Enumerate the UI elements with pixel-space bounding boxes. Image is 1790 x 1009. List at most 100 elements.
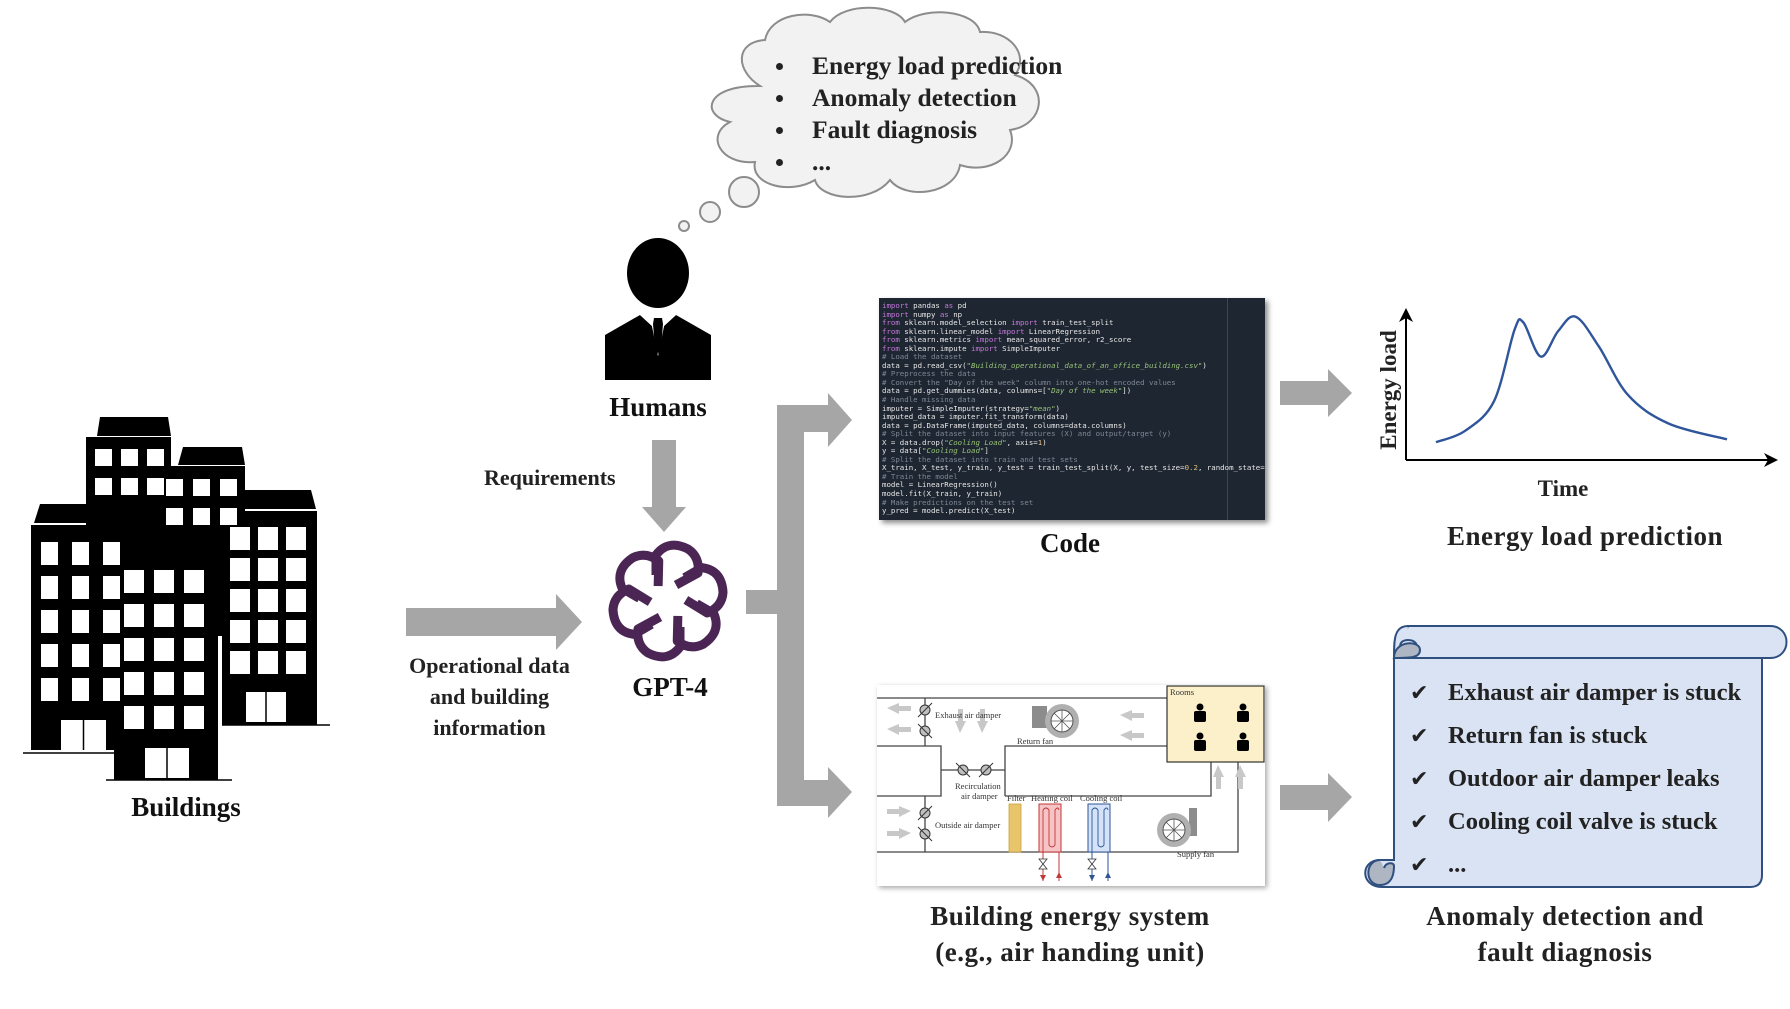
y-axis-arrowhead (1399, 308, 1413, 322)
window-icon (154, 638, 174, 661)
window-icon (258, 527, 278, 550)
energy-load-chart (1399, 308, 1778, 467)
window-icon (121, 478, 138, 495)
bubble-item: ... (774, 146, 1062, 178)
heating-coil-icon (1038, 803, 1062, 881)
code-line: import pandas as pd (882, 301, 967, 310)
arrow-code-to-chart (1280, 369, 1352, 417)
window-icon (258, 589, 278, 612)
code-panel-guide (1227, 298, 1228, 520)
window-icon (124, 672, 144, 695)
arrow-ahu-to-faults (1280, 773, 1352, 822)
window-icon (103, 576, 120, 599)
label-recirculation-2: air damper (961, 791, 998, 801)
code-line: # Load the dataset (882, 352, 963, 362)
window-icon (230, 620, 250, 643)
bubble-dot-small (678, 220, 690, 232)
bullet-icon (776, 95, 783, 102)
ahu-caption-line: Building energy system (930, 901, 1210, 931)
window-icon (41, 610, 58, 633)
window-icon (193, 508, 210, 525)
window-icon (286, 558, 306, 581)
window-icon (103, 678, 120, 701)
label-heating-coil: Heating coil (1031, 793, 1073, 803)
code-line: from sklearn.metrics import mean_squared… (882, 335, 1132, 345)
code-line: imputed_data = imputer.fit_transform(dat… (882, 412, 1069, 422)
code-line: # Preprocess the data (882, 369, 976, 379)
code-line: # Handle missing data (882, 395, 976, 405)
fault-caption-line: fault diagnosis (1477, 937, 1653, 967)
ahu-schematic: Exhaust air damper Return fan Rooms Reci… (877, 685, 1265, 881)
label-recirculation-1: Recirculation (955, 781, 1002, 791)
occupant-icons (1194, 703, 1249, 751)
arrow-gpt-fork (746, 393, 852, 818)
input-data-label-line: and building (429, 684, 550, 709)
bullet-icon (776, 63, 783, 70)
window-icon (72, 644, 89, 667)
code-line: from sklearn.linear_model import LinearR… (882, 326, 1101, 336)
window-icon (154, 604, 174, 627)
label-supply-fan: Supply fan (1177, 849, 1215, 859)
input-data-label-line: Operational data (409, 653, 570, 678)
x-axis-arrowhead (1764, 453, 1778, 467)
window-icon (72, 610, 89, 633)
window-icon (166, 479, 183, 496)
label-outside-damper: Outside air damper (935, 820, 1000, 830)
cooling-coil-icon (1087, 803, 1111, 881)
window-icon (166, 508, 183, 525)
ahu-duct-wall (1005, 762, 1212, 797)
window-icon (230, 651, 250, 674)
label-cooling-coil: Cooling coil (1080, 793, 1123, 803)
window-icon (147, 478, 164, 495)
code-line: # Split the dataset into input features … (882, 429, 1172, 439)
ahu-caption: Building energy system (e.g., air handin… (900, 898, 1240, 970)
window-icon (154, 706, 174, 729)
code-line: # Make predictions on the test set (882, 497, 1034, 507)
ahu-duct-wall (877, 762, 1239, 853)
code-line: import numpy as np (882, 309, 963, 319)
filter-icon (1008, 803, 1022, 853)
arrow-data-to-gpt (406, 594, 582, 650)
fault-item: ✔Outdoor air damper leaks (1410, 758, 1741, 801)
window-icon (258, 620, 278, 643)
window-icon (230, 527, 250, 550)
window-icon (184, 638, 204, 661)
window-icon (72, 576, 89, 599)
thought-bubble (678, 6, 1040, 232)
chart-title: Energy load prediction (1446, 521, 1724, 551)
code-line: model.fit(X_train, y_train) (882, 489, 1003, 499)
checkmark-icon: ✔ (1410, 853, 1429, 878)
fault-scroll (1364, 625, 1788, 888)
window-icon (41, 542, 58, 565)
requirements-label: Requirements (484, 465, 616, 490)
bubble-dot-large (728, 176, 760, 208)
label-exhaust-damper: Exhaust air damper (935, 710, 1001, 720)
code-line: # Split the dataset into train and test … (882, 454, 1078, 464)
window-icon (72, 678, 89, 701)
checkmark-icon: ✔ (1410, 810, 1429, 835)
damper-icons (917, 702, 994, 842)
gpt-logo-segment (615, 550, 664, 603)
window-icon (184, 706, 204, 729)
code-line: model = LinearRegression() (882, 480, 998, 490)
return-fan-icon (1032, 704, 1079, 738)
rooms-box (1166, 685, 1265, 763)
arrow-requirements-to-gpt (642, 440, 686, 532)
window-icon (286, 589, 306, 612)
fault-item: ✔... (1410, 844, 1741, 887)
window-icon (41, 678, 58, 701)
fault-caption: Anomaly detection and fault diagnosis (1400, 898, 1730, 970)
code-line: imputer = SimpleImputer(strategy="mean") (882, 403, 1060, 413)
window-icon (286, 651, 306, 674)
window-icon (154, 672, 174, 695)
thought-bubble-list: Energy load prediction Anomaly detection… (774, 50, 1062, 178)
checkmark-icon: ✔ (1410, 724, 1429, 749)
fault-caption-line: Anomaly detection and (1426, 901, 1704, 931)
fault-item: ✔Exhaust air damper is stuck (1410, 672, 1741, 715)
window-icon (103, 644, 120, 667)
window-icon (184, 570, 204, 593)
fault-list: ✔Exhaust air damper is stuck ✔Return fan… (1410, 672, 1741, 887)
